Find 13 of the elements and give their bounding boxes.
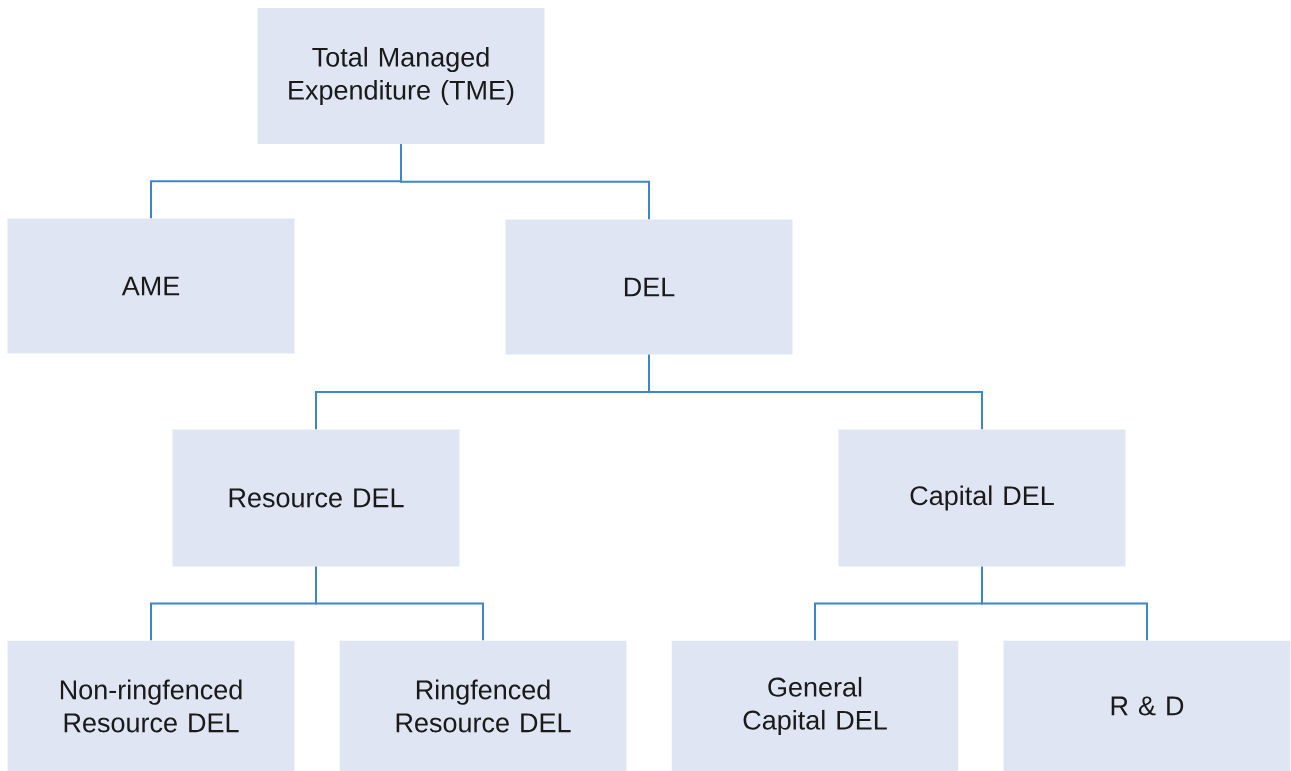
category-box: Total Managed Expenditure (TME) [257, 8, 545, 144]
category-box: Resource DEL [172, 429, 460, 567]
connector-line [315, 565, 484, 642]
category-box: Capital DEL [838, 429, 1126, 567]
connector-line [648, 353, 983, 431]
connector-line [400, 143, 650, 221]
category-box: Ringfenced Resource DEL [339, 640, 627, 771]
category-box: DEL [505, 219, 793, 355]
category-box: General Capital DEL [671, 640, 959, 771]
category-box: R & D [1003, 640, 1291, 771]
category-box: Non-ringfenced Resource DEL [7, 640, 295, 771]
connector-line [981, 565, 1148, 642]
category-box: AME [7, 218, 295, 354]
